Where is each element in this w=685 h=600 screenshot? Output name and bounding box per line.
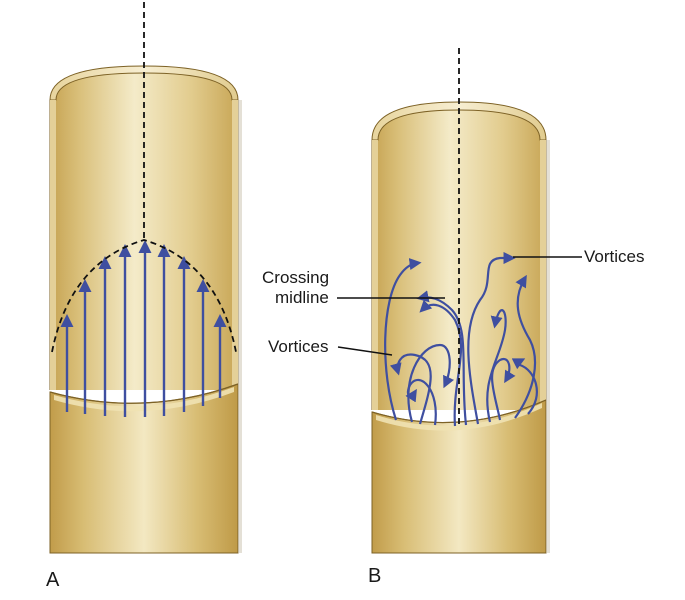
tube-a — [49, 65, 242, 554]
flow-arrow — [491, 357, 516, 421]
label-vortices-left: Vortices — [268, 337, 328, 356]
flow-arrow — [467, 251, 516, 425]
label-vortices-right: Vortices — [584, 247, 644, 266]
flow-arrow — [486, 309, 507, 423]
flow-arrow — [511, 358, 538, 415]
velocity-profile-curve — [51, 239, 237, 353]
label-crossing: Crossing — [262, 268, 329, 287]
panel-label-b: B — [368, 565, 381, 587]
leader-vortices-left — [337, 346, 393, 356]
flow-arrow — [405, 378, 437, 426]
tube-a-inner — [50, 70, 238, 390]
turbulent-flow-arrows — [384, 251, 538, 427]
tube-b — [371, 101, 550, 554]
panel-label-a: A — [46, 569, 60, 591]
label-midline: midline — [275, 288, 329, 307]
flow-arrow — [514, 274, 537, 419]
flow-arrow — [419, 299, 463, 427]
laminar-flow-arrows — [60, 240, 227, 417]
flow-arrow — [384, 258, 422, 421]
flow-arrow — [389, 353, 432, 425]
